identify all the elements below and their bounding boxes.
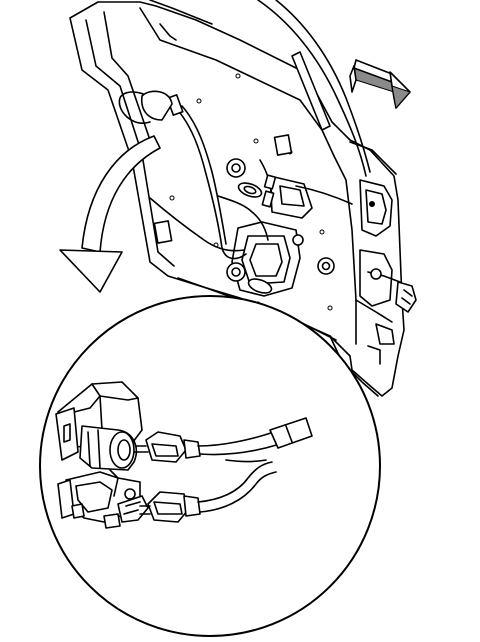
door-lock-actuator: [55, 381, 149, 529]
electrical-connector: [133, 417, 313, 523]
front-arrow: [349, 59, 411, 110]
door-latch-assembly: [359, 179, 417, 365]
wiring-harness: [118, 90, 353, 260]
door-window-frame: [149, 0, 371, 177]
detail-view-circle: [39, 295, 381, 637]
direction-arrow: [59, 135, 161, 293]
